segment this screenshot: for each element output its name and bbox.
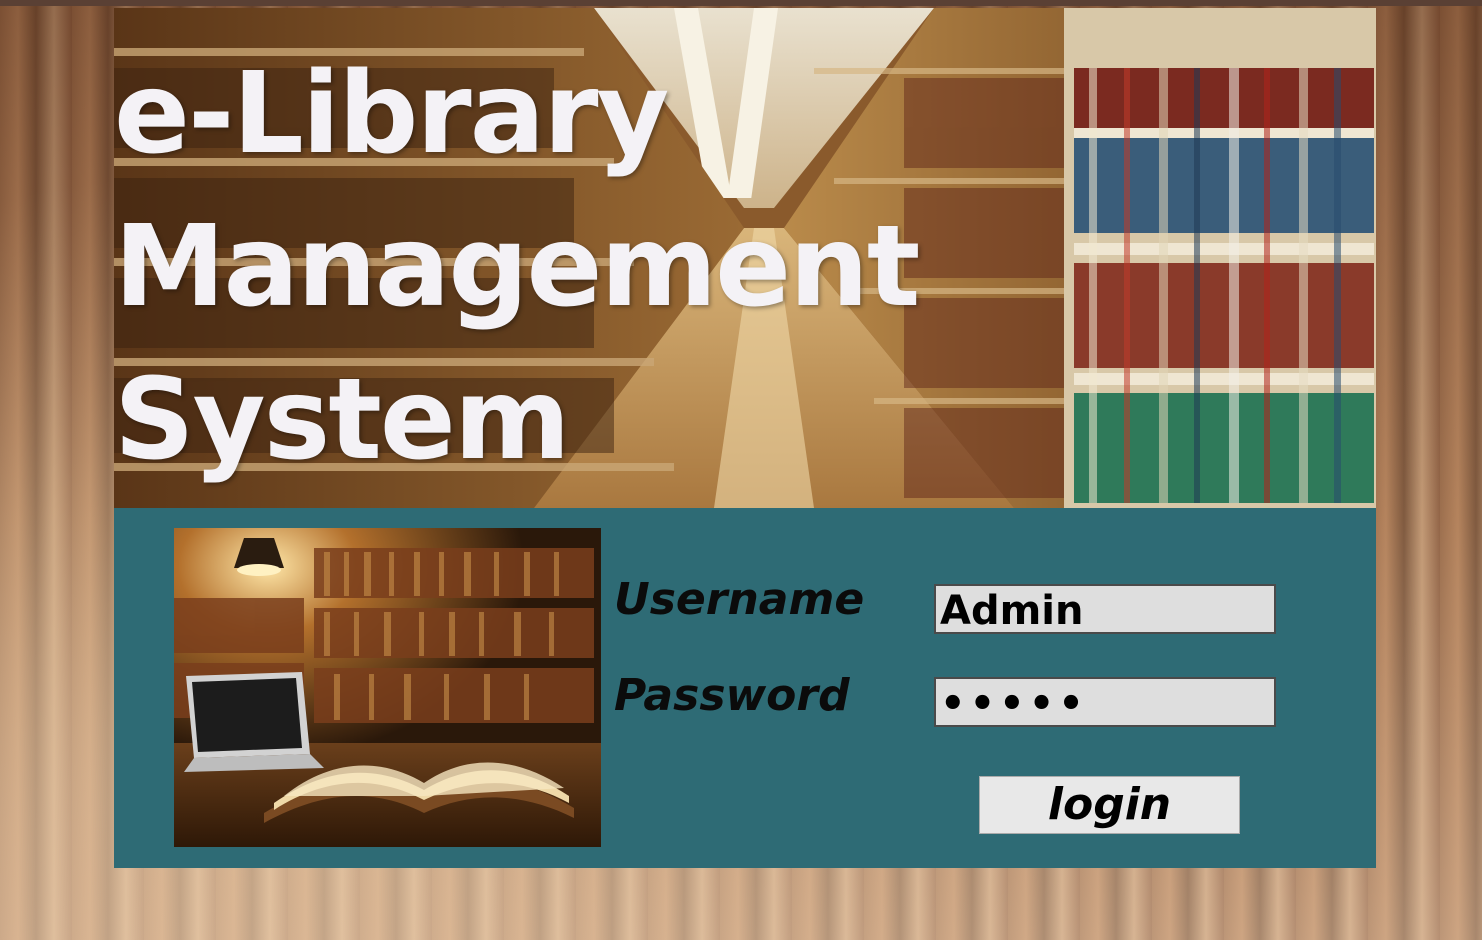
- app-title: e-Library Management System: [114, 38, 1014, 497]
- password-label: Password: [614, 670, 850, 721]
- header-banner: e-Library Management System: [114, 8, 1376, 508]
- window-top-edge: [0, 0, 1482, 6]
- library-desk-book-photo: [174, 528, 601, 847]
- app-title-line-1: e-Library: [114, 49, 669, 179]
- library-desk-illustration: [174, 528, 601, 847]
- app-title-line-2: Management: [114, 202, 920, 332]
- password-input[interactable]: [934, 677, 1276, 727]
- app-title-line-3: System: [114, 355, 571, 485]
- library-aisle-photo: [114, 8, 1376, 508]
- login-button[interactable]: login: [979, 776, 1240, 834]
- username-input[interactable]: [934, 584, 1276, 634]
- login-panel: Username Password login: [114, 508, 1376, 868]
- username-label: Username: [614, 574, 865, 625]
